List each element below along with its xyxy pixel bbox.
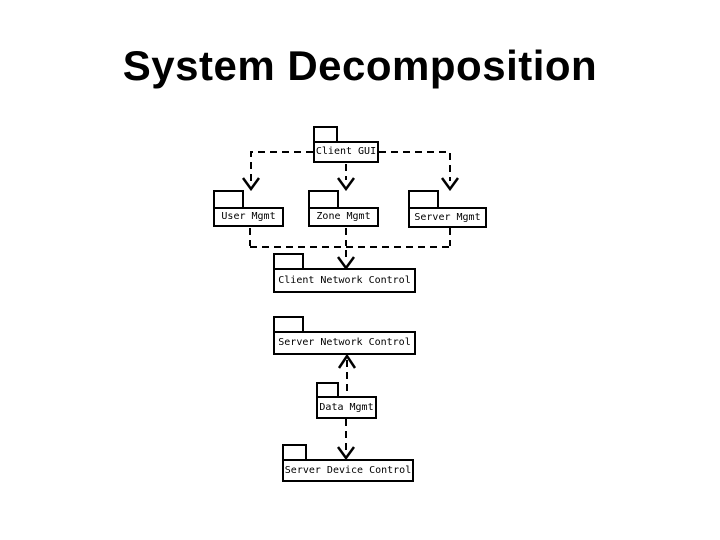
package-tab — [213, 190, 244, 207]
arrowhead-into-servernetworkcontrol — [337, 353, 357, 369]
package-tab — [313, 126, 338, 141]
package-label: Data Mgmt — [319, 401, 374, 413]
package-label: Server Device Control — [284, 464, 412, 476]
arrowhead-into-servermgmt — [440, 177, 460, 192]
package-server-network-control: Server Network Control — [273, 316, 416, 355]
package-tab — [308, 190, 339, 207]
package-user-mgmt: User Mgmt — [213, 190, 284, 227]
package-label: Server Network Control — [278, 337, 411, 348]
package-body: Server Network Control — [273, 331, 416, 355]
package-body: User Mgmt — [213, 207, 284, 227]
package-body: Data Mgmt — [316, 396, 377, 419]
package-data-mgmt: Data Mgmt — [316, 382, 377, 419]
arrowhead-into-serverdevicecontrol — [336, 446, 356, 461]
package-label: Client GUI — [315, 146, 377, 157]
package-body: Client Network Control — [273, 268, 416, 293]
package-body: Server Mgmt — [408, 207, 487, 228]
dependency-line-clientgui-servermgmt — [379, 151, 451, 181]
package-tab — [273, 316, 304, 331]
dependency-lines — [249, 151, 451, 451]
package-client-gui: Client GUI — [313, 126, 379, 163]
package-tab — [282, 444, 307, 459]
package-tab — [408, 190, 439, 207]
package-body: Client GUI — [313, 141, 379, 163]
slide-title: System Decomposition — [122, 42, 598, 89]
package-body: Zone Mgmt — [308, 207, 379, 227]
package-tab — [316, 382, 339, 396]
package-client-network-control: Client Network Control — [273, 253, 416, 293]
package-server-mgmt: Server Mgmt — [408, 190, 487, 228]
package-label: User Mgmt — [221, 211, 276, 222]
package-label: Client Network Control — [278, 274, 411, 286]
package-label: Zone Mgmt — [316, 211, 371, 222]
dependency-line-clientgui-usermgmt — [250, 151, 313, 181]
package-body: Server Device Control — [282, 459, 414, 482]
package-tab — [273, 253, 304, 268]
package-server-device-control: Server Device Control — [282, 444, 414, 482]
arrowhead-into-usermgmt — [241, 177, 261, 192]
package-label: Server Mgmt — [414, 211, 481, 223]
arrowhead-into-zonemgmt — [336, 177, 356, 192]
package-zone-mgmt: Zone Mgmt — [308, 190, 379, 227]
